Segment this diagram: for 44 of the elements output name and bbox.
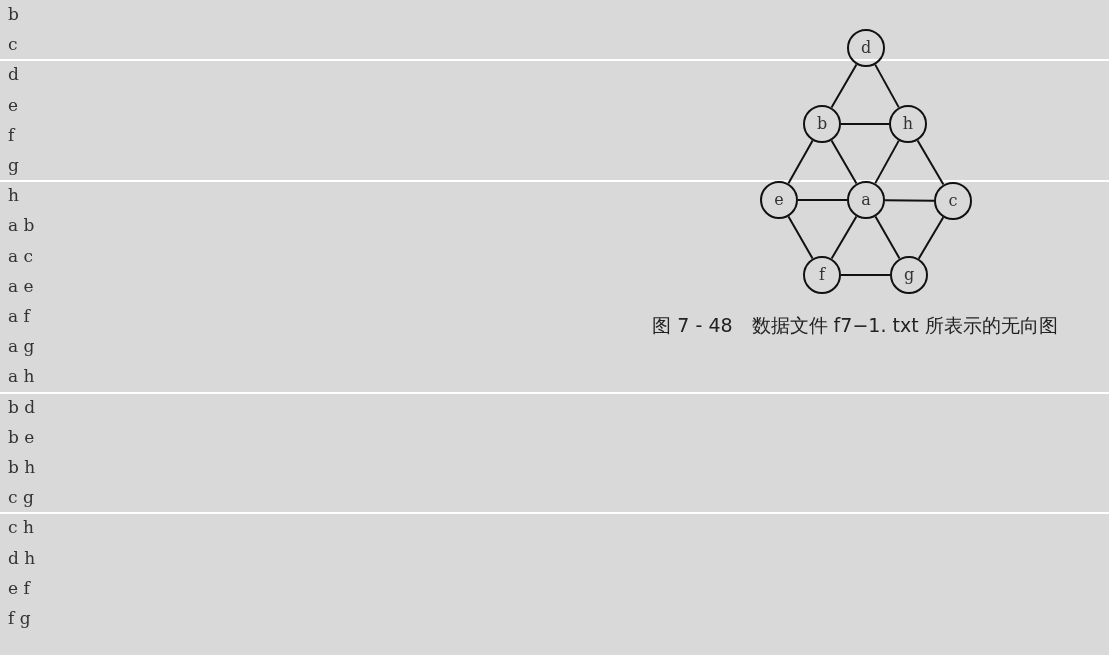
figure-caption: 图 7 - 48 数据文件 f7−1. txt 所表示的无向图 — [651, 313, 1059, 338]
vertex-circle: g — [890, 256, 928, 294]
edge-line — [874, 215, 901, 260]
edge-line — [840, 123, 890, 125]
code-line: d h — [8, 546, 36, 569]
vertex-circle: c — [934, 182, 972, 220]
code-line: c g — [8, 486, 34, 509]
code-line: a f — [8, 305, 30, 327]
edge-line — [884, 199, 935, 202]
code-line: f g — [8, 607, 31, 629]
code-line: e f — [8, 576, 30, 599]
code-line: h — [8, 184, 19, 207]
vertex-circle: e — [760, 181, 798, 219]
edge-line — [874, 139, 900, 185]
code-line: e — [8, 93, 19, 116]
edge-line — [840, 274, 891, 276]
edge-line — [830, 63, 858, 109]
code-line: a h — [8, 365, 35, 388]
code-line: b e — [8, 425, 35, 448]
edge-line — [917, 216, 945, 260]
code-line: a c — [8, 244, 34, 267]
edge-line — [874, 63, 900, 109]
code-line: g — [8, 154, 19, 176]
code-line: c h — [8, 516, 34, 539]
edge-line — [787, 139, 814, 185]
vertex-circle: b — [803, 105, 841, 143]
edge-line — [787, 215, 814, 260]
edge-line — [916, 139, 945, 186]
edge-line — [830, 215, 858, 260]
vertex-circle: f — [803, 256, 841, 294]
code-line: b — [8, 3, 19, 25]
code-line: b d — [8, 395, 36, 418]
code-line: a b — [8, 214, 35, 237]
vertex-circle: h — [889, 105, 927, 143]
edge-line — [797, 199, 848, 201]
code-line: c — [8, 33, 18, 56]
code-line: f — [8, 123, 15, 146]
code-line: b h — [8, 456, 36, 478]
edge-line — [830, 139, 858, 185]
code-line: a e — [8, 274, 34, 297]
code-line: a g — [8, 335, 35, 358]
vertex-circle: a — [847, 181, 885, 219]
vertex-circle: d — [847, 29, 885, 67]
code-line: d — [8, 63, 19, 86]
